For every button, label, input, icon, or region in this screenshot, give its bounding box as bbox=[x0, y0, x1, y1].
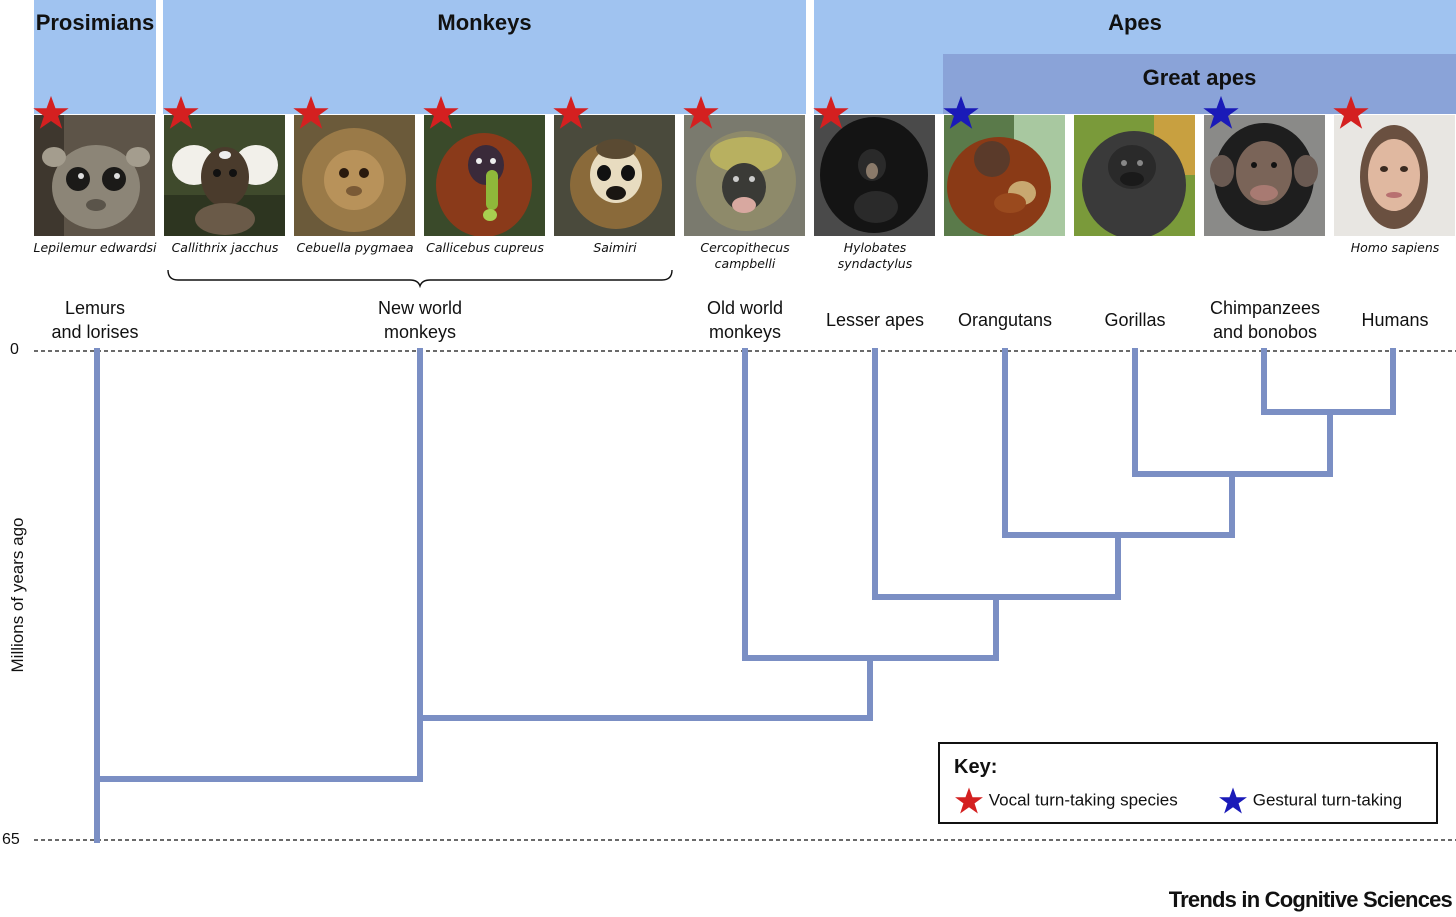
clade-label-humans: Humans bbox=[1361, 310, 1429, 330]
species-label: Hylobates syndactylus bbox=[837, 240, 913, 271]
photo-cebuella bbox=[294, 115, 415, 236]
clade-label-new-world: New world monkeys bbox=[377, 298, 463, 342]
photo-saimiri bbox=[554, 115, 675, 236]
species-label: Lepilemur edwardsi bbox=[33, 240, 157, 255]
clade-label-orangutans: Orangutans bbox=[957, 310, 1053, 330]
legend-gestural-label: Gestural turn-taking bbox=[1252, 790, 1403, 810]
vocal-star-icon bbox=[292, 94, 330, 132]
photo-gorilla bbox=[1074, 115, 1195, 236]
great-apes-title: Great apes bbox=[1142, 65, 1257, 90]
clade-label-lesser-apes: Lesser apes bbox=[825, 310, 925, 330]
species-label: Cercopithecus campbelli bbox=[700, 240, 790, 271]
legend-gestural: Gestural turn-taking bbox=[1218, 786, 1402, 816]
monkeys-title: Monkeys bbox=[437, 10, 532, 35]
photo-lepilemur bbox=[34, 115, 155, 236]
photo-chimpanzee bbox=[1204, 115, 1325, 236]
gestural-star-icon bbox=[1219, 787, 1247, 814]
legend-vocal: Vocal turn-taking species bbox=[954, 786, 1178, 816]
species-label: Callithrix jacchus bbox=[171, 240, 279, 255]
photo-cercopithecus bbox=[684, 115, 805, 236]
clade-label-gorillas: Gorillas bbox=[1104, 310, 1166, 330]
axis-bottom-value: 65 bbox=[2, 831, 20, 848]
great-apes-band bbox=[943, 54, 1456, 114]
prosimians-title: Prosimians bbox=[35, 10, 155, 35]
species-label: Homo sapiens bbox=[1350, 240, 1440, 255]
photo-callicebus bbox=[424, 115, 545, 236]
photo-homo-sapiens bbox=[1334, 115, 1455, 236]
species-label: Cebuella pygmaea bbox=[296, 240, 414, 255]
photo-hylobates bbox=[814, 115, 935, 236]
photo-orangutan bbox=[944, 115, 1065, 236]
new-world-brace bbox=[167, 269, 673, 288]
vocal-star-icon bbox=[682, 94, 720, 132]
clade-label-chimps: Chimpanzees and bonobos bbox=[1209, 298, 1321, 342]
legend-vocal-label: Vocal turn-taking species bbox=[988, 790, 1178, 810]
monkeys-band bbox=[163, 0, 806, 114]
vocal-star-icon bbox=[162, 94, 200, 132]
vocal-star-icon bbox=[1332, 94, 1370, 132]
vocal-star-icon bbox=[422, 94, 460, 132]
legend-box: Key: Vocal turn-taking species Gestural … bbox=[938, 742, 1438, 824]
axis-top-value: 0 bbox=[10, 341, 19, 358]
vocal-star-icon bbox=[32, 94, 70, 132]
photo-callithrix bbox=[164, 115, 285, 236]
legend-title: Key: bbox=[954, 756, 998, 778]
gestural-star-icon bbox=[1202, 94, 1240, 132]
vocal-star-icon bbox=[955, 787, 983, 814]
species-label: Saimiri bbox=[593, 240, 637, 255]
journal-credit: Trends in Cognitive Sciences bbox=[1168, 887, 1453, 912]
gestural-star-icon bbox=[942, 94, 980, 132]
prosimians-band bbox=[34, 0, 156, 114]
species-label: Callicebus cupreus bbox=[426, 240, 544, 255]
vocal-star-icon bbox=[812, 94, 850, 132]
apes-title: Apes bbox=[1108, 10, 1162, 35]
clade-label-old-world: Old world monkeys bbox=[706, 298, 784, 342]
vocal-star-icon bbox=[552, 94, 590, 132]
clade-label-lemurs: Lemurs and lorises bbox=[51, 298, 139, 342]
